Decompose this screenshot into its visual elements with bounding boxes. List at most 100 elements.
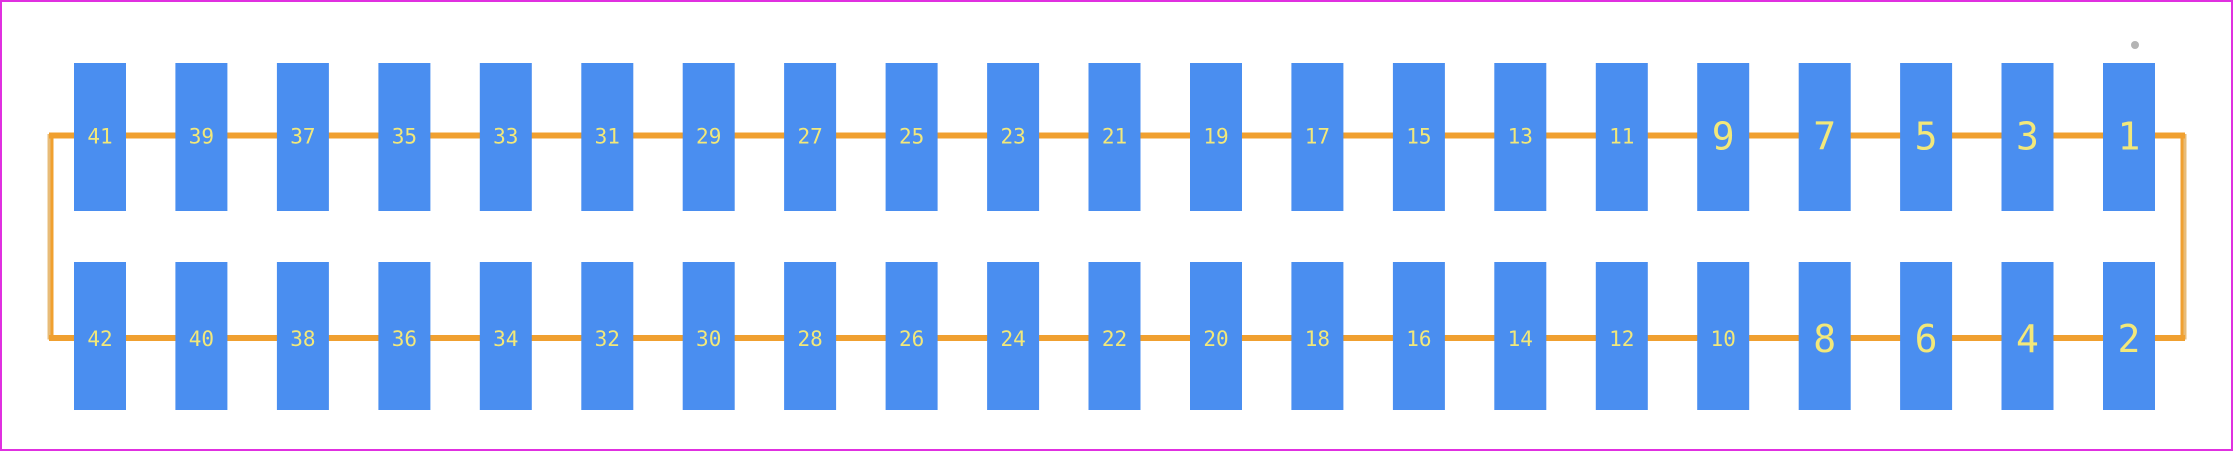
pad-1-shape — [2103, 63, 2155, 211]
pad-40-shape — [175, 262, 228, 410]
pad-38: 38 — [276, 262, 329, 410]
pad-10-shape — [1697, 262, 1750, 410]
pad-2-shape — [2103, 262, 2155, 410]
pad-22: 22 — [1088, 262, 1141, 410]
pad-4-label: 4 — [2016, 317, 2039, 361]
pad-6: 6 — [1900, 262, 1953, 410]
pad-25-shape — [885, 63, 938, 211]
pad-21-label: 21 — [1102, 125, 1127, 149]
pad-6-shape — [1900, 262, 1953, 410]
pad-34-shape — [479, 262, 532, 410]
pad-11-label: 11 — [1609, 125, 1634, 149]
pad-19-shape — [1190, 63, 1242, 211]
pad-6-label: 6 — [1915, 317, 1938, 361]
pad-41-label: 41 — [87, 125, 112, 149]
pad-29: 29 — [682, 63, 735, 211]
pad-5: 5 — [1900, 63, 1953, 211]
pad-38-shape — [276, 262, 329, 410]
pad-11: 11 — [1595, 63, 1648, 211]
pad-8-label: 8 — [1813, 317, 1836, 361]
pad-24-label: 24 — [1000, 327, 1025, 351]
pad-33: 33 — [479, 63, 532, 211]
pad-12: 12 — [1595, 262, 1648, 410]
pad-13-shape — [1494, 63, 1547, 211]
pad-31-label: 31 — [595, 125, 620, 149]
pad-19-label: 19 — [1203, 125, 1228, 149]
pad-32: 32 — [581, 262, 634, 410]
pad-1-label: 1 — [2118, 115, 2141, 159]
pad-7: 7 — [1798, 63, 1851, 211]
pad-15-shape — [1392, 63, 1445, 211]
pad-36: 36 — [378, 262, 431, 410]
pad-42-shape — [74, 262, 126, 410]
pad-28-shape — [784, 262, 837, 410]
pad-14-label: 14 — [1508, 327, 1533, 351]
pad-17-shape — [1291, 63, 1344, 211]
pad-20-shape — [1190, 262, 1242, 410]
pad-31-shape — [581, 63, 634, 211]
pad-32-shape — [581, 262, 634, 410]
pad-26-shape — [885, 262, 938, 410]
pad-27-shape — [784, 63, 837, 211]
pad-36-label: 36 — [392, 327, 417, 351]
pad-22-label: 22 — [1102, 327, 1127, 351]
pad-9-label: 9 — [1712, 115, 1735, 159]
pad-38-label: 38 — [290, 327, 315, 351]
pad-9-shape — [1697, 63, 1750, 211]
pad-42: 42 — [74, 262, 126, 410]
pad-13: 13 — [1494, 63, 1547, 211]
pad-10: 10 — [1697, 262, 1750, 410]
pad-18-label: 18 — [1305, 327, 1330, 351]
pad-23: 23 — [987, 63, 1040, 211]
pad-22-shape — [1088, 262, 1141, 410]
pad-21: 21 — [1088, 63, 1141, 211]
pad-30: 30 — [682, 262, 735, 410]
pad-25: 25 — [885, 63, 938, 211]
pad-25-label: 25 — [899, 125, 924, 149]
pad-24-shape — [987, 262, 1040, 410]
pad-36-shape — [378, 262, 431, 410]
pad-11-shape — [1595, 63, 1648, 211]
pad-20: 20 — [1190, 262, 1242, 410]
pad-7-shape — [1798, 63, 1851, 211]
pad-4: 4 — [2001, 262, 2054, 410]
pad-24: 24 — [987, 262, 1040, 410]
pad-37-label: 37 — [290, 125, 315, 149]
pad-23-label: 23 — [1000, 125, 1025, 149]
pad-14-shape — [1494, 262, 1547, 410]
pad-41-shape — [74, 63, 126, 211]
pad-29-shape — [682, 63, 735, 211]
pad-35-shape — [378, 63, 431, 211]
pad-32-label: 32 — [595, 327, 620, 351]
pad-33-label: 33 — [493, 125, 518, 149]
pad-30-label: 30 — [696, 327, 721, 351]
pad-3: 3 — [2001, 63, 2054, 211]
pad-40: 40 — [175, 262, 228, 410]
pad-37: 37 — [276, 63, 329, 211]
pad-21-shape — [1088, 63, 1141, 211]
pad-18: 18 — [1291, 262, 1344, 410]
pad-23-shape — [987, 63, 1040, 211]
pin1-marker — [2131, 41, 2139, 49]
pad-39-shape — [175, 63, 228, 211]
pad-16: 16 — [1392, 262, 1445, 410]
pad-2-label: 2 — [2118, 317, 2141, 361]
pad-19: 19 — [1190, 63, 1242, 211]
pad-28-label: 28 — [797, 327, 822, 351]
pad-17: 17 — [1291, 63, 1344, 211]
pad-34-label: 34 — [493, 327, 518, 351]
pad-31: 31 — [581, 63, 634, 211]
pad-30-shape — [682, 262, 735, 410]
pad-26-label: 26 — [899, 327, 924, 351]
pad-2: 2 — [2103, 262, 2155, 410]
pad-27: 27 — [784, 63, 837, 211]
pad-4-shape — [2001, 262, 2054, 410]
pad-1: 1 — [2103, 63, 2155, 211]
pad-28: 28 — [784, 262, 837, 410]
pad-42-label: 42 — [87, 327, 112, 351]
pad-5-shape — [1900, 63, 1953, 211]
pad-39: 39 — [175, 63, 228, 211]
pad-16-label: 16 — [1406, 327, 1431, 351]
